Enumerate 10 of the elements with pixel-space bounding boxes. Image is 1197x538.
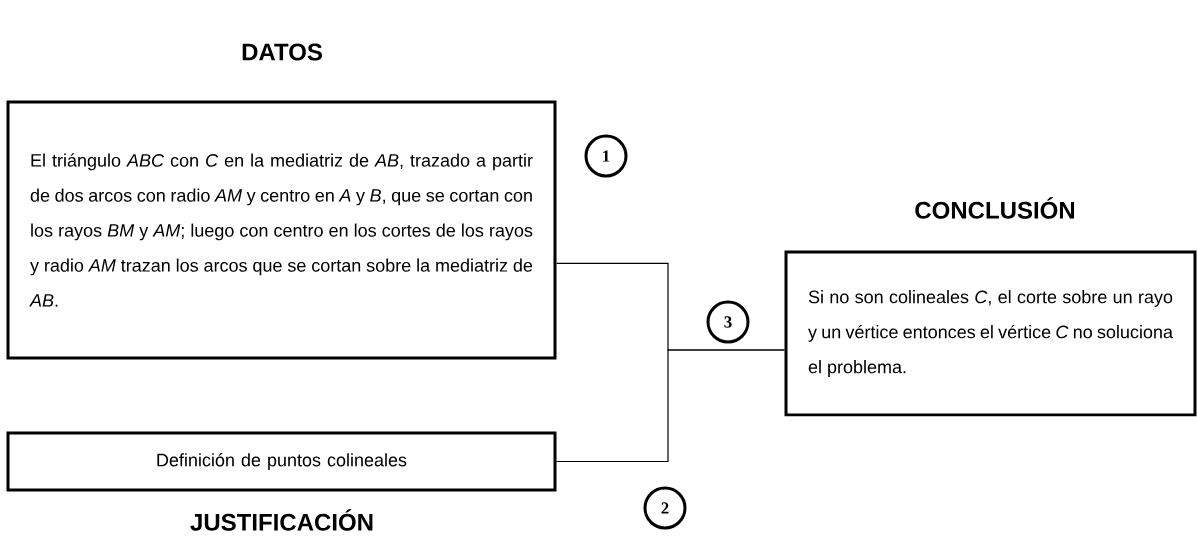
connector-line [555, 349, 786, 463]
heading: CONCLUSIÓN [915, 197, 1075, 219]
callout-number: 1 [584, 134, 628, 178]
text-box: El triángulo ABC con C en la mediatriz de AB, trazado a partir de dos arcos con radio AM y centro en A y B, que se cortan con los rayos BM y AM; luego con centro en los cortes de los rayos y radio AM trazan los arcos que se cortan sobre la mediatriz de AB. [6, 100, 557, 360]
heading: JUSTIFICACIÓN [190, 509, 373, 531]
callout-number: 2 [643, 486, 687, 530]
text-box: Si no son colineales C, el corte sobre un rayo y un vértice entonces el vértice C no soluciona el problema. [784, 250, 1197, 417]
text-box: Definición de puntos colineales [6, 431, 557, 492]
heading: DATOS [242, 43, 322, 61]
callout-number: 3 [706, 300, 750, 344]
